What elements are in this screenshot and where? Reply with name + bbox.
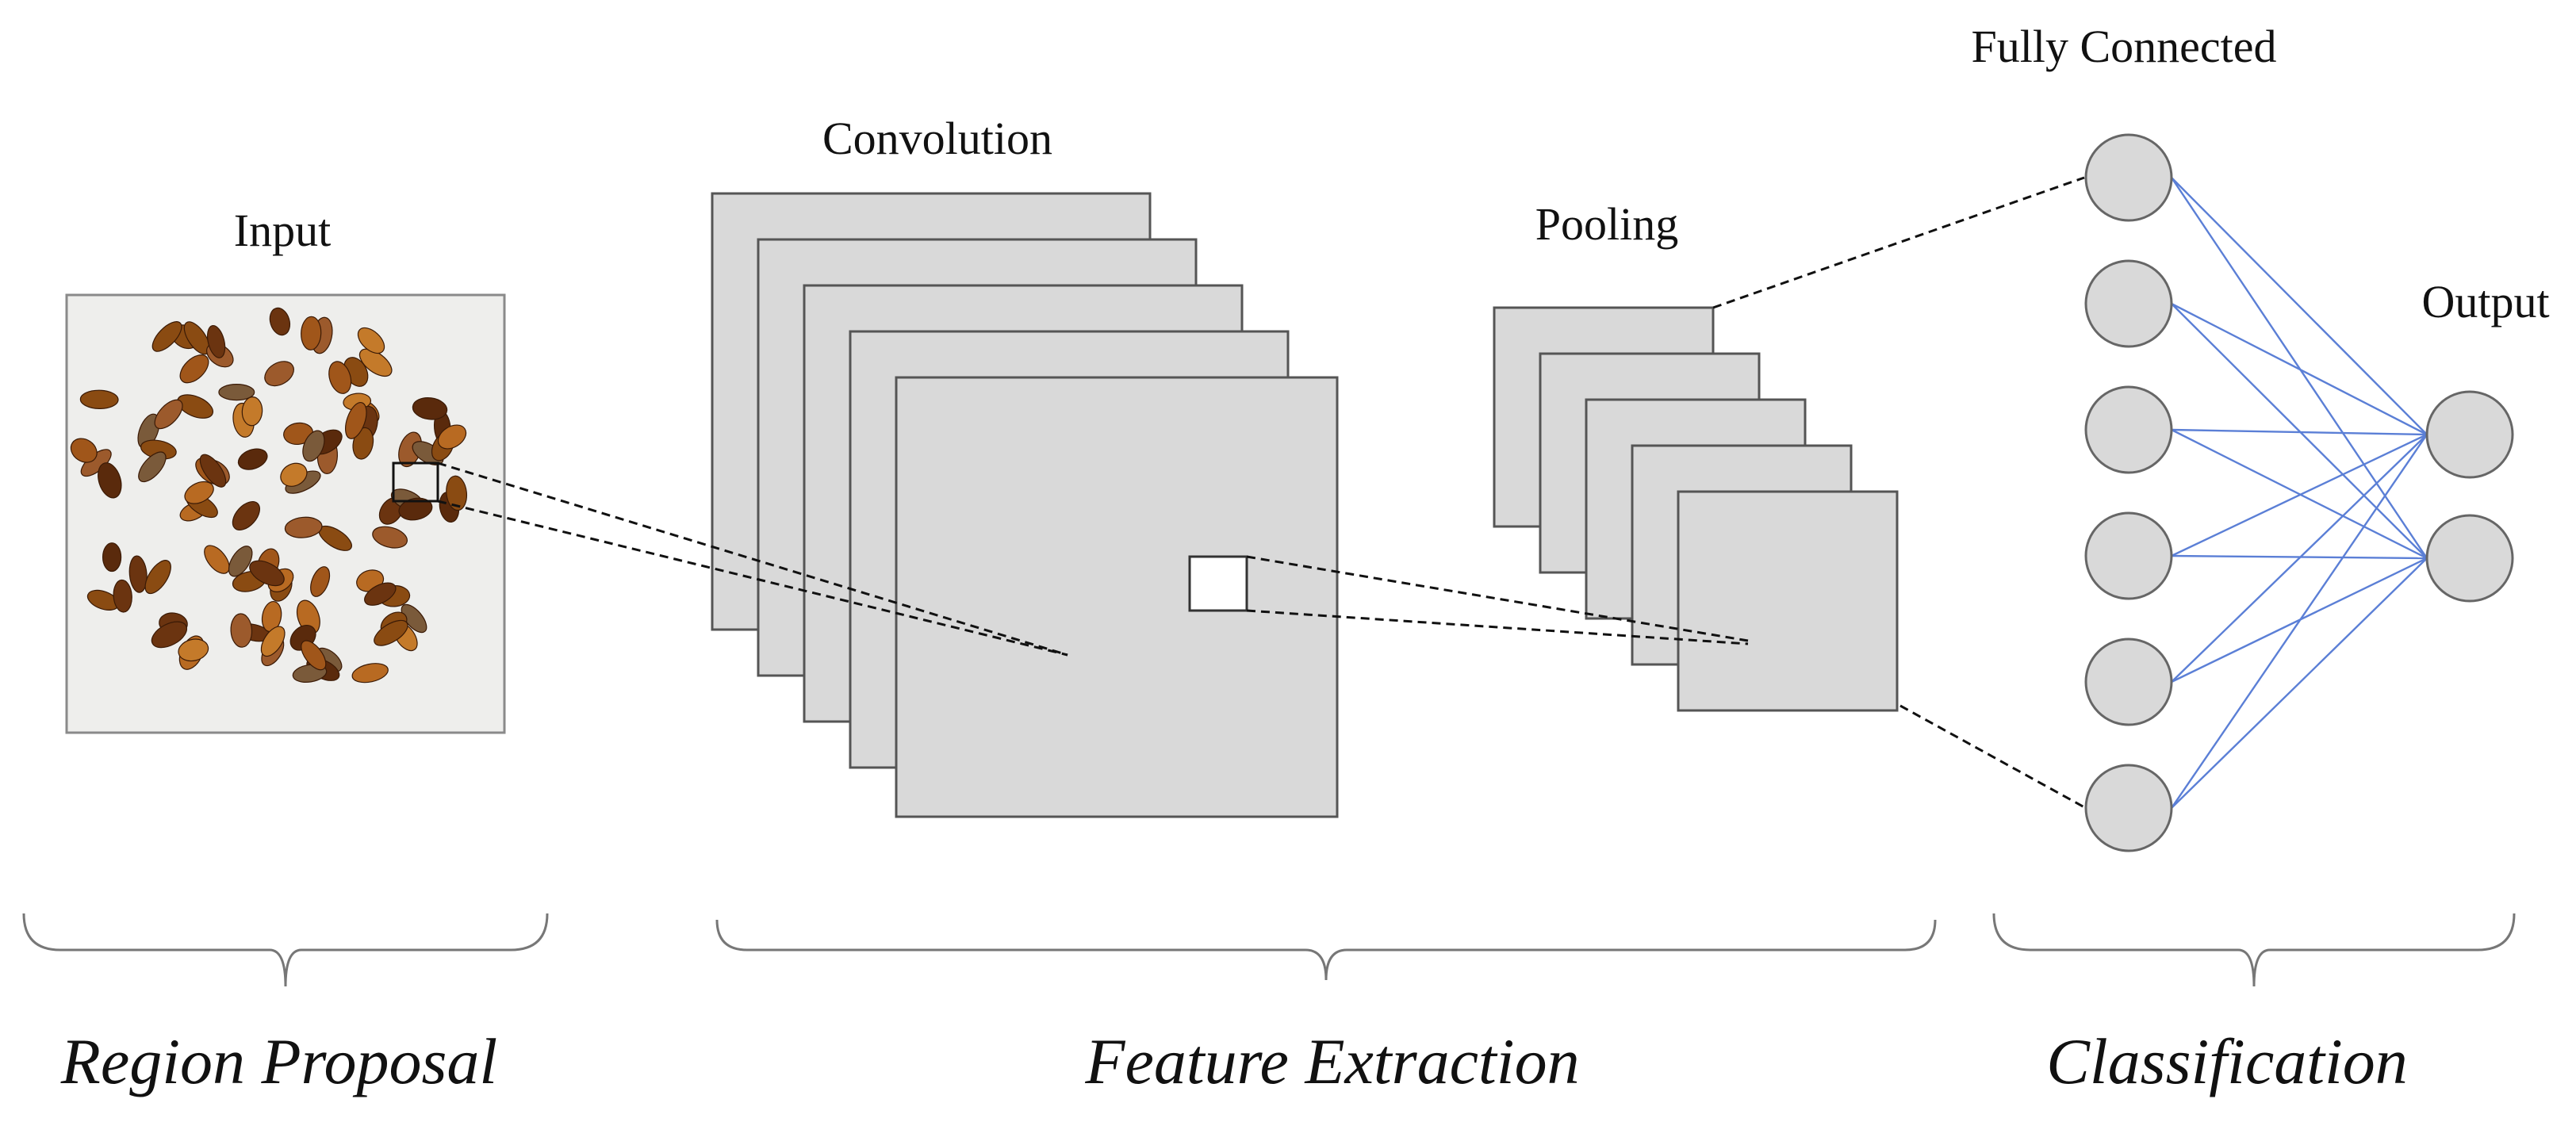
label-fully-connected: Fully Connected xyxy=(1971,21,2277,72)
seed xyxy=(302,430,325,462)
connection-line xyxy=(2171,557,2428,809)
seed xyxy=(232,501,260,530)
seed xyxy=(204,545,230,574)
seed xyxy=(177,394,214,419)
seed xyxy=(249,560,285,587)
output-node xyxy=(2425,390,2514,479)
seed xyxy=(70,438,98,463)
seed xyxy=(358,348,393,377)
pooling-feature-maps xyxy=(1493,306,1899,712)
connection-line xyxy=(2171,303,2428,559)
seed xyxy=(199,454,227,488)
fc-node xyxy=(2084,764,2173,852)
seed xyxy=(283,422,314,446)
section-braces xyxy=(22,913,2516,987)
seed xyxy=(284,516,323,538)
seed xyxy=(237,448,268,470)
seed xyxy=(179,354,209,384)
seed xyxy=(446,475,468,511)
seed xyxy=(151,321,182,352)
seed xyxy=(230,613,253,648)
seed xyxy=(218,384,255,401)
convolution-map xyxy=(895,376,1339,818)
label-pooling: Pooling xyxy=(1535,198,1679,250)
label-input: Input xyxy=(233,205,332,256)
seed xyxy=(398,497,433,521)
dashed-line-conv-pool-bottom xyxy=(1246,609,1749,645)
seed xyxy=(260,626,286,657)
seed xyxy=(206,324,226,358)
connection-line xyxy=(2171,177,2428,559)
fully-connected-layer xyxy=(2084,133,2173,852)
dashed-projection-lines xyxy=(437,176,2085,809)
seed xyxy=(310,566,331,597)
convolution-feature-maps xyxy=(711,192,1339,818)
convolution-window xyxy=(1188,555,1248,612)
seed-cluster xyxy=(70,307,468,684)
output-layer xyxy=(2425,390,2514,603)
seed xyxy=(241,396,263,427)
brace-region-proposal xyxy=(22,913,549,987)
seed xyxy=(184,481,214,504)
fc-node xyxy=(2084,511,2173,600)
dashed-line-pool-fc-top xyxy=(1712,176,2085,309)
input-photo-frame xyxy=(65,293,506,734)
seed xyxy=(357,327,385,354)
seed xyxy=(113,579,132,613)
seed xyxy=(269,307,291,336)
dashed-line-input-conv-bottom xyxy=(437,500,1068,657)
input-photo xyxy=(65,293,506,734)
section-label-region-proposal: Region Proposal xyxy=(60,1025,498,1097)
connection-line xyxy=(2171,434,2428,683)
fc-node xyxy=(2084,638,2173,726)
seed xyxy=(128,555,148,593)
seed xyxy=(372,526,408,549)
dashed-line-pool-fc-bottom xyxy=(1899,704,2085,809)
connection-line xyxy=(2171,428,2428,560)
seed xyxy=(154,399,183,430)
seed xyxy=(301,640,327,671)
seed xyxy=(144,560,171,595)
fully-connected-connections xyxy=(2171,177,2428,809)
seed xyxy=(151,621,188,649)
connection-line xyxy=(2171,428,2428,436)
fc-node xyxy=(2084,385,2173,474)
seed xyxy=(264,361,294,387)
connection-line xyxy=(2171,302,2428,436)
connection-line xyxy=(2171,434,2428,809)
seed xyxy=(412,397,448,420)
seed xyxy=(98,462,122,499)
seed xyxy=(178,638,209,662)
section-label-classification: Classification xyxy=(2046,1025,2408,1097)
brace-feature-extraction xyxy=(715,919,1937,981)
seed xyxy=(280,462,308,487)
brace-classification xyxy=(1992,913,2516,987)
seed xyxy=(102,542,122,572)
connection-line xyxy=(2171,433,2428,557)
label-convolution: Convolution xyxy=(822,113,1053,164)
output-node xyxy=(2425,514,2514,603)
seed xyxy=(351,663,389,684)
seed xyxy=(79,389,119,410)
dashed-line-input-conv-top xyxy=(437,461,1068,657)
fc-node xyxy=(2084,133,2173,222)
fc-node xyxy=(2084,259,2173,348)
seed xyxy=(301,316,322,350)
seed xyxy=(437,424,467,450)
seed xyxy=(364,582,397,606)
seed xyxy=(345,401,367,439)
seed xyxy=(374,619,408,646)
label-output: Output xyxy=(2421,276,2550,327)
connection-line xyxy=(2171,177,2428,435)
seed xyxy=(328,361,352,394)
pooling-map xyxy=(1677,490,1899,712)
seed xyxy=(352,427,374,460)
seed xyxy=(138,451,167,483)
seed xyxy=(228,546,253,577)
section-label-feature-extraction: Feature Extraction xyxy=(1085,1025,1580,1097)
input-receptive-field-box xyxy=(392,461,439,503)
